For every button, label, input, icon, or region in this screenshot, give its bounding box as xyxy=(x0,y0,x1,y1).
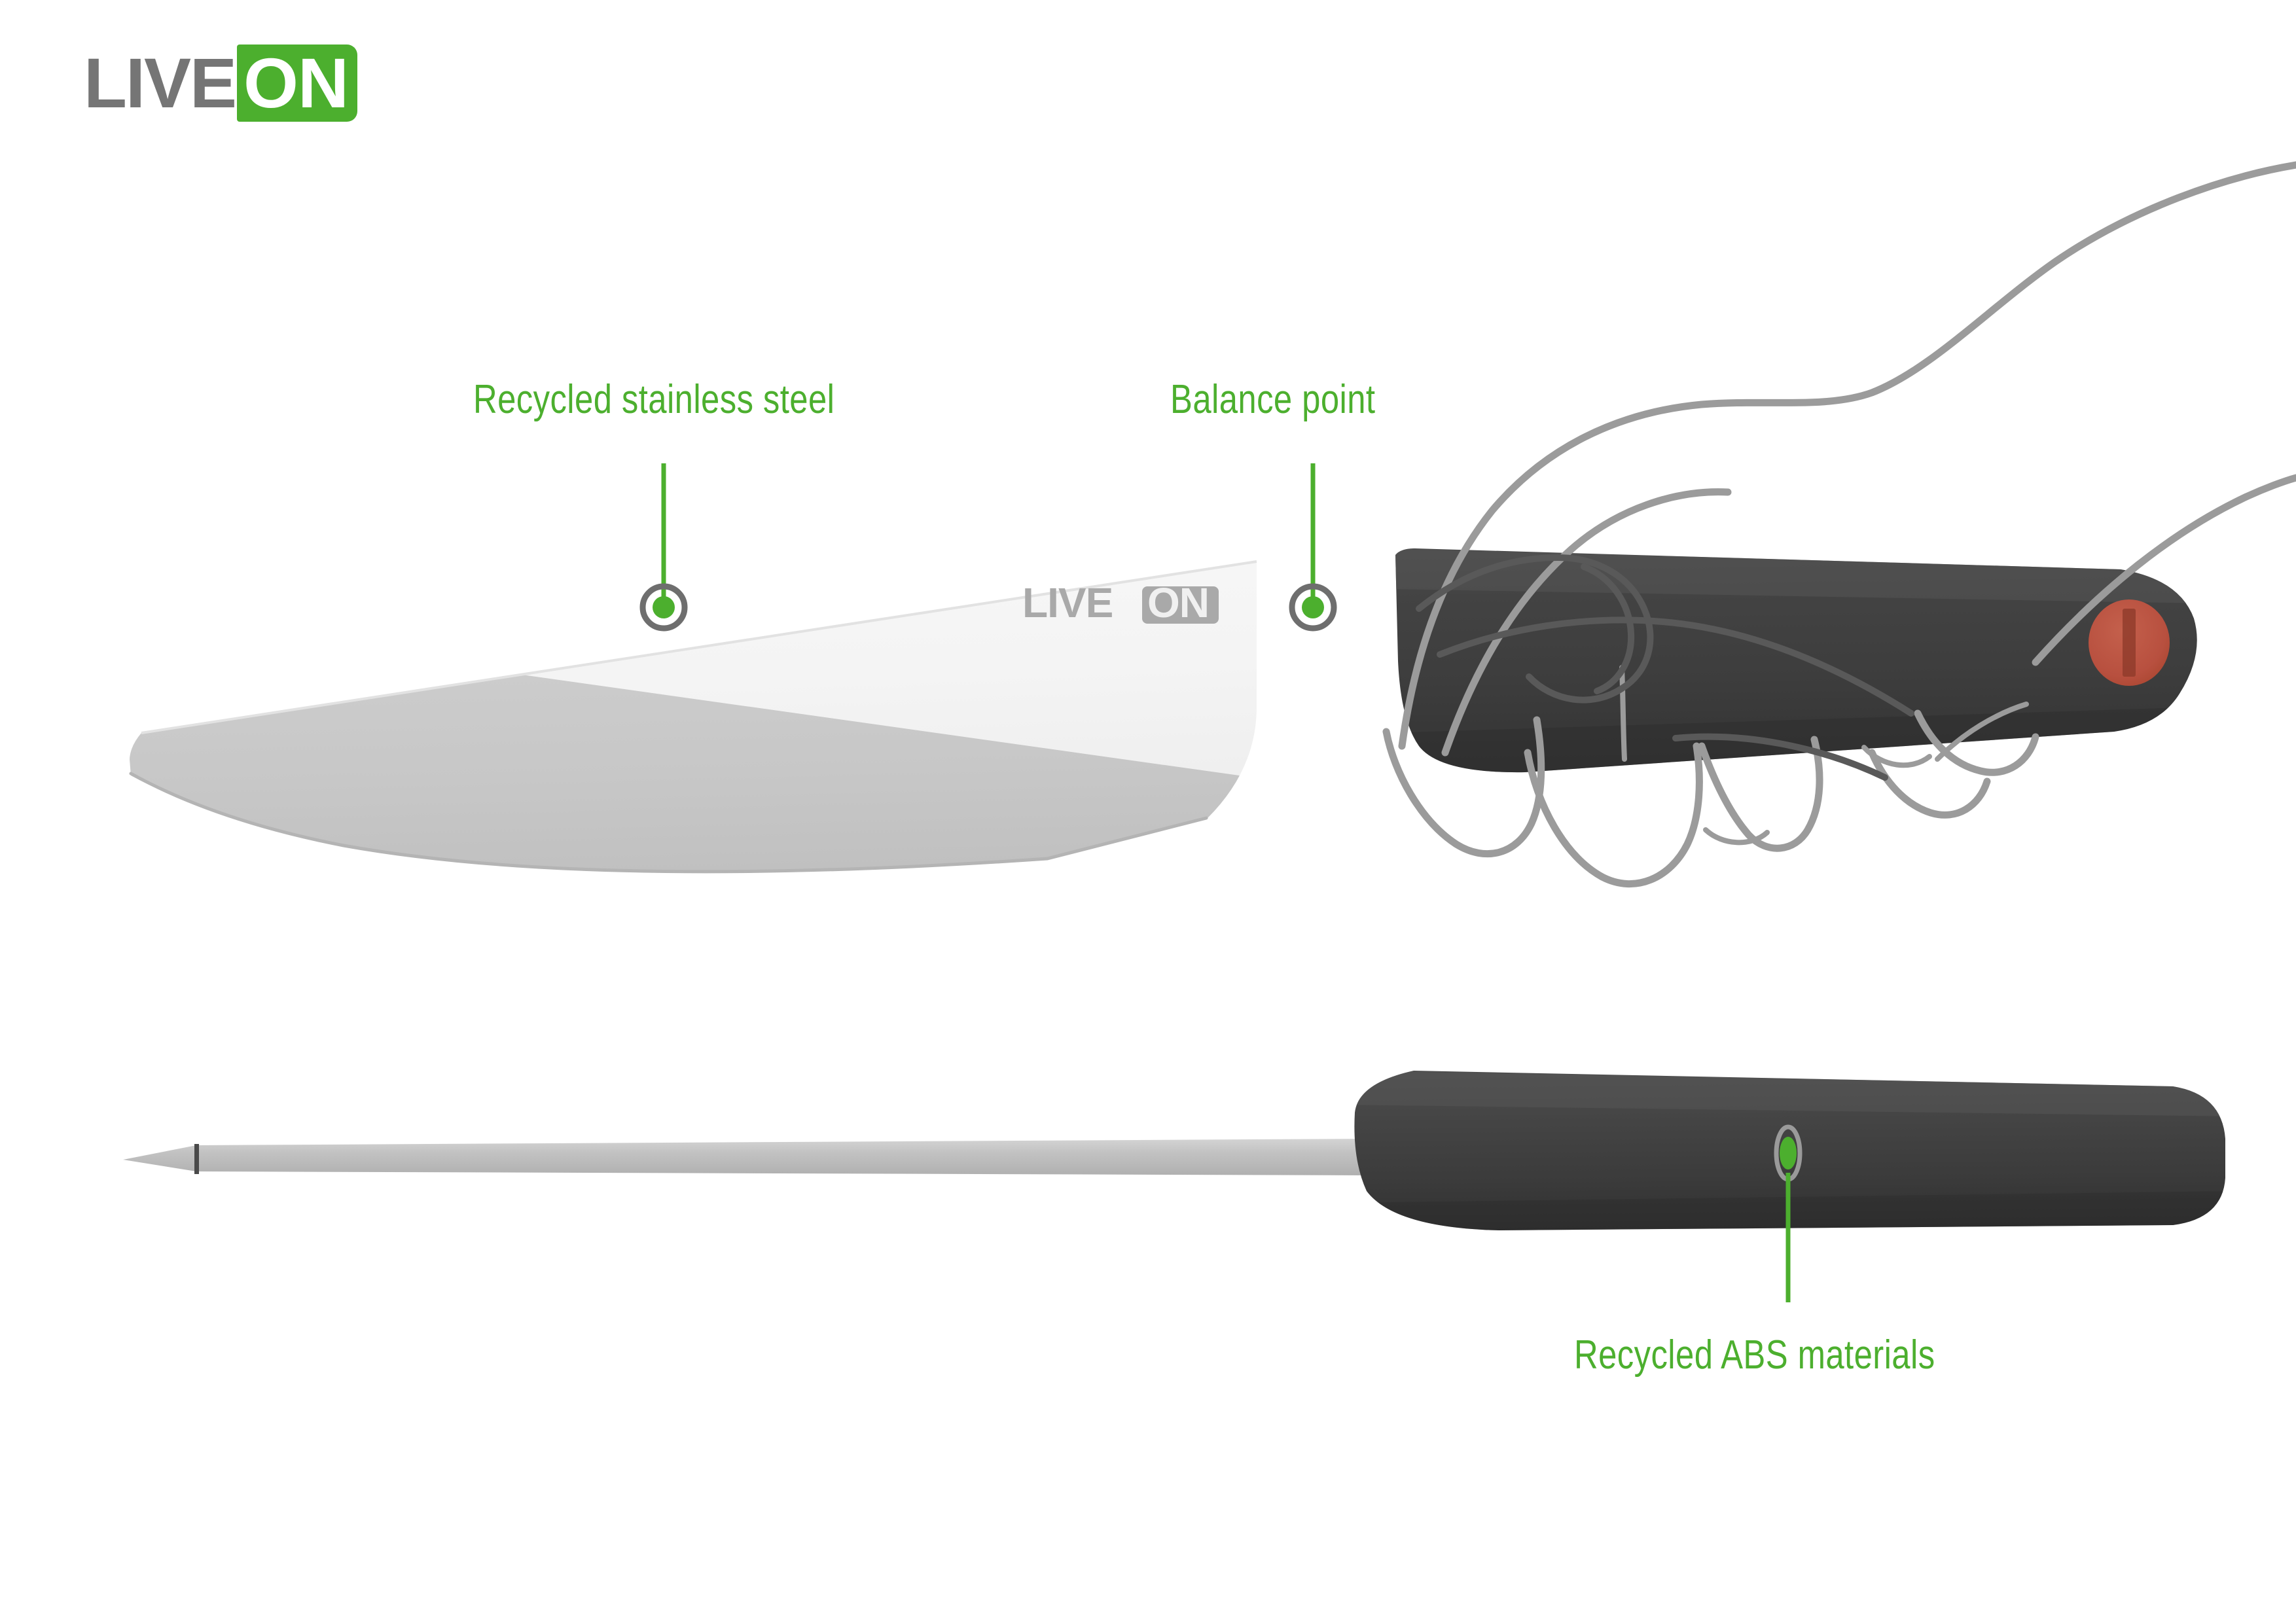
hand-palm-crease xyxy=(1437,616,1914,717)
blade-cutting-edge xyxy=(129,772,1208,874)
hand-middle-finger xyxy=(1524,742,1703,888)
hand-pinky-b xyxy=(1914,709,2039,776)
side-blade-tick xyxy=(194,1144,199,1174)
side-handle-highlight xyxy=(1354,1071,2225,1116)
callout-marker-ring xyxy=(639,583,688,632)
blade-profile xyxy=(129,560,1257,874)
hand-ring-fingernail xyxy=(1703,827,1770,846)
blade-spine xyxy=(141,560,1257,734)
brand-logo-on-badge: ON xyxy=(237,43,358,122)
rivet-slot xyxy=(2123,609,2136,677)
callout-label-recycled-stainless-steel: Recycled stainless steel xyxy=(473,377,835,422)
hand-thumb-contour xyxy=(1441,488,1732,757)
hand-ring-finger xyxy=(1698,736,1823,852)
hand-back-contour xyxy=(1398,161,2296,750)
handle-rivet xyxy=(2089,599,2170,686)
callout-marker-dot xyxy=(653,596,675,618)
knife-side-view xyxy=(123,1071,2225,1230)
hand-thumb-tip-crease xyxy=(1581,563,1635,694)
blade-etched-logo: LIVE ON xyxy=(1022,579,1219,626)
blade-etch-on-text: ON xyxy=(1147,579,1209,626)
hand-outline xyxy=(1382,161,2296,888)
callout-balance-point[interactable] xyxy=(1289,463,1337,632)
callout-recycled-abs-materials[interactable] xyxy=(1774,1124,1803,1302)
callout-marker-dot xyxy=(1302,596,1324,618)
callout-recycled-stainless-steel[interactable] xyxy=(639,463,688,632)
brand-logo-live-text: LIVE xyxy=(84,43,237,122)
knife-top-view: LIVE ON xyxy=(129,548,2197,874)
hand-web-crease xyxy=(1672,733,1888,781)
callout-marker-dot xyxy=(1780,1137,1797,1169)
callout-marker-ring xyxy=(1289,583,1337,632)
hand-knuckle-a xyxy=(1861,745,1932,768)
hand-palm-crease-2 xyxy=(1416,554,1654,704)
callout-label-recycled-abs-materials: Recycled ABS materials xyxy=(1574,1332,1935,1378)
blade-etch-live-text: LIVE xyxy=(1022,579,1113,626)
blade-etch-on-badge xyxy=(1142,586,1219,624)
hand-forearm-contour xyxy=(2032,474,2296,666)
brand-logo: LIVE ON xyxy=(84,43,358,122)
hand-middle-crease xyxy=(1619,665,1627,762)
hand-knuckle-b xyxy=(1935,702,2029,762)
side-blade xyxy=(123,1139,1368,1175)
callout-label-balance-point: Balance point xyxy=(1170,377,1376,422)
hand-index-finger xyxy=(1382,716,1545,858)
brand-logo-on-text: ON xyxy=(243,43,349,122)
